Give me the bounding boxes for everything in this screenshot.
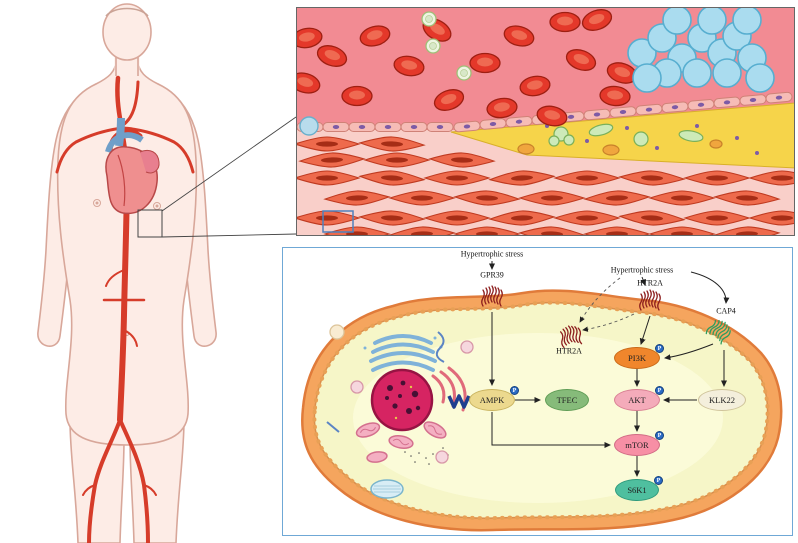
node-s6k1-label: S6K1: [627, 485, 647, 495]
heart-zoom-box: [137, 209, 163, 238]
node-akt-label: AKT: [628, 395, 646, 405]
nucleus: [370, 368, 434, 432]
node-klk22: KLK22: [698, 389, 746, 411]
phospho-badge-pi3k: P: [655, 344, 664, 353]
cap4-label: CAP4: [716, 306, 736, 316]
vesicle-thread: [435, 331, 445, 363]
node-mtor-label: mTOR: [625, 440, 649, 450]
wall-adherent-cell: [299, 116, 319, 136]
htr2a-membrane-label: HTR2A: [637, 278, 663, 288]
blood-vessel-illustration: [297, 8, 794, 235]
node-s6k1: S6K1 P: [615, 476, 663, 501]
node-ampk: AMPK P: [469, 386, 519, 411]
phospho-badge-mtor: P: [655, 431, 664, 440]
phospho-badge-akt: P: [655, 386, 664, 395]
zoom-region-box: [322, 210, 354, 233]
node-pi3k: PI3K P: [614, 344, 664, 369]
node-klk22-label: KLK22: [709, 395, 735, 405]
phospho-badge-ampk: P: [510, 386, 519, 395]
plaque: [450, 102, 794, 169]
ribbon-structure: [447, 394, 471, 409]
node-mtor: mTOR P: [614, 431, 664, 456]
node-pi3k-label: PI3K: [628, 353, 646, 363]
cell-illustration: [301, 261, 783, 532]
htr2a-internalized-label: HTR2A: [556, 346, 582, 356]
striped-vacuole: [370, 479, 404, 499]
mitochondria: [355, 421, 447, 463]
heart: [105, 117, 160, 215]
body-detail-marks: [93, 199, 161, 336]
phospho-badge-s6k1: P: [654, 476, 663, 485]
stress-label-right: Hypertrophic stress: [610, 265, 674, 275]
internalization-arrows: [579, 277, 635, 332]
platelets: [421, 11, 472, 81]
signaling-panel: Hypertrophic stress GPR39 Hypertrophic s…: [282, 247, 793, 536]
vessel-panel: [296, 7, 795, 236]
node-tfec: TFEC: [545, 389, 589, 411]
filament: [326, 421, 340, 433]
golgi-apparatus: [363, 334, 443, 372]
immune-cell-cluster: [627, 8, 775, 93]
gpr39-label: GPR39: [480, 270, 504, 280]
human-body-illustration: [37, 3, 217, 543]
pathway-arrows: [489, 261, 730, 477]
node-ampk-label: AMPK: [479, 395, 505, 405]
node-akt: AKT P: [614, 386, 664, 411]
lysosomes: [329, 324, 474, 464]
node-tfec-label: TFEC: [556, 395, 578, 405]
stress-label-left: Hypertrophic stress: [460, 249, 524, 259]
